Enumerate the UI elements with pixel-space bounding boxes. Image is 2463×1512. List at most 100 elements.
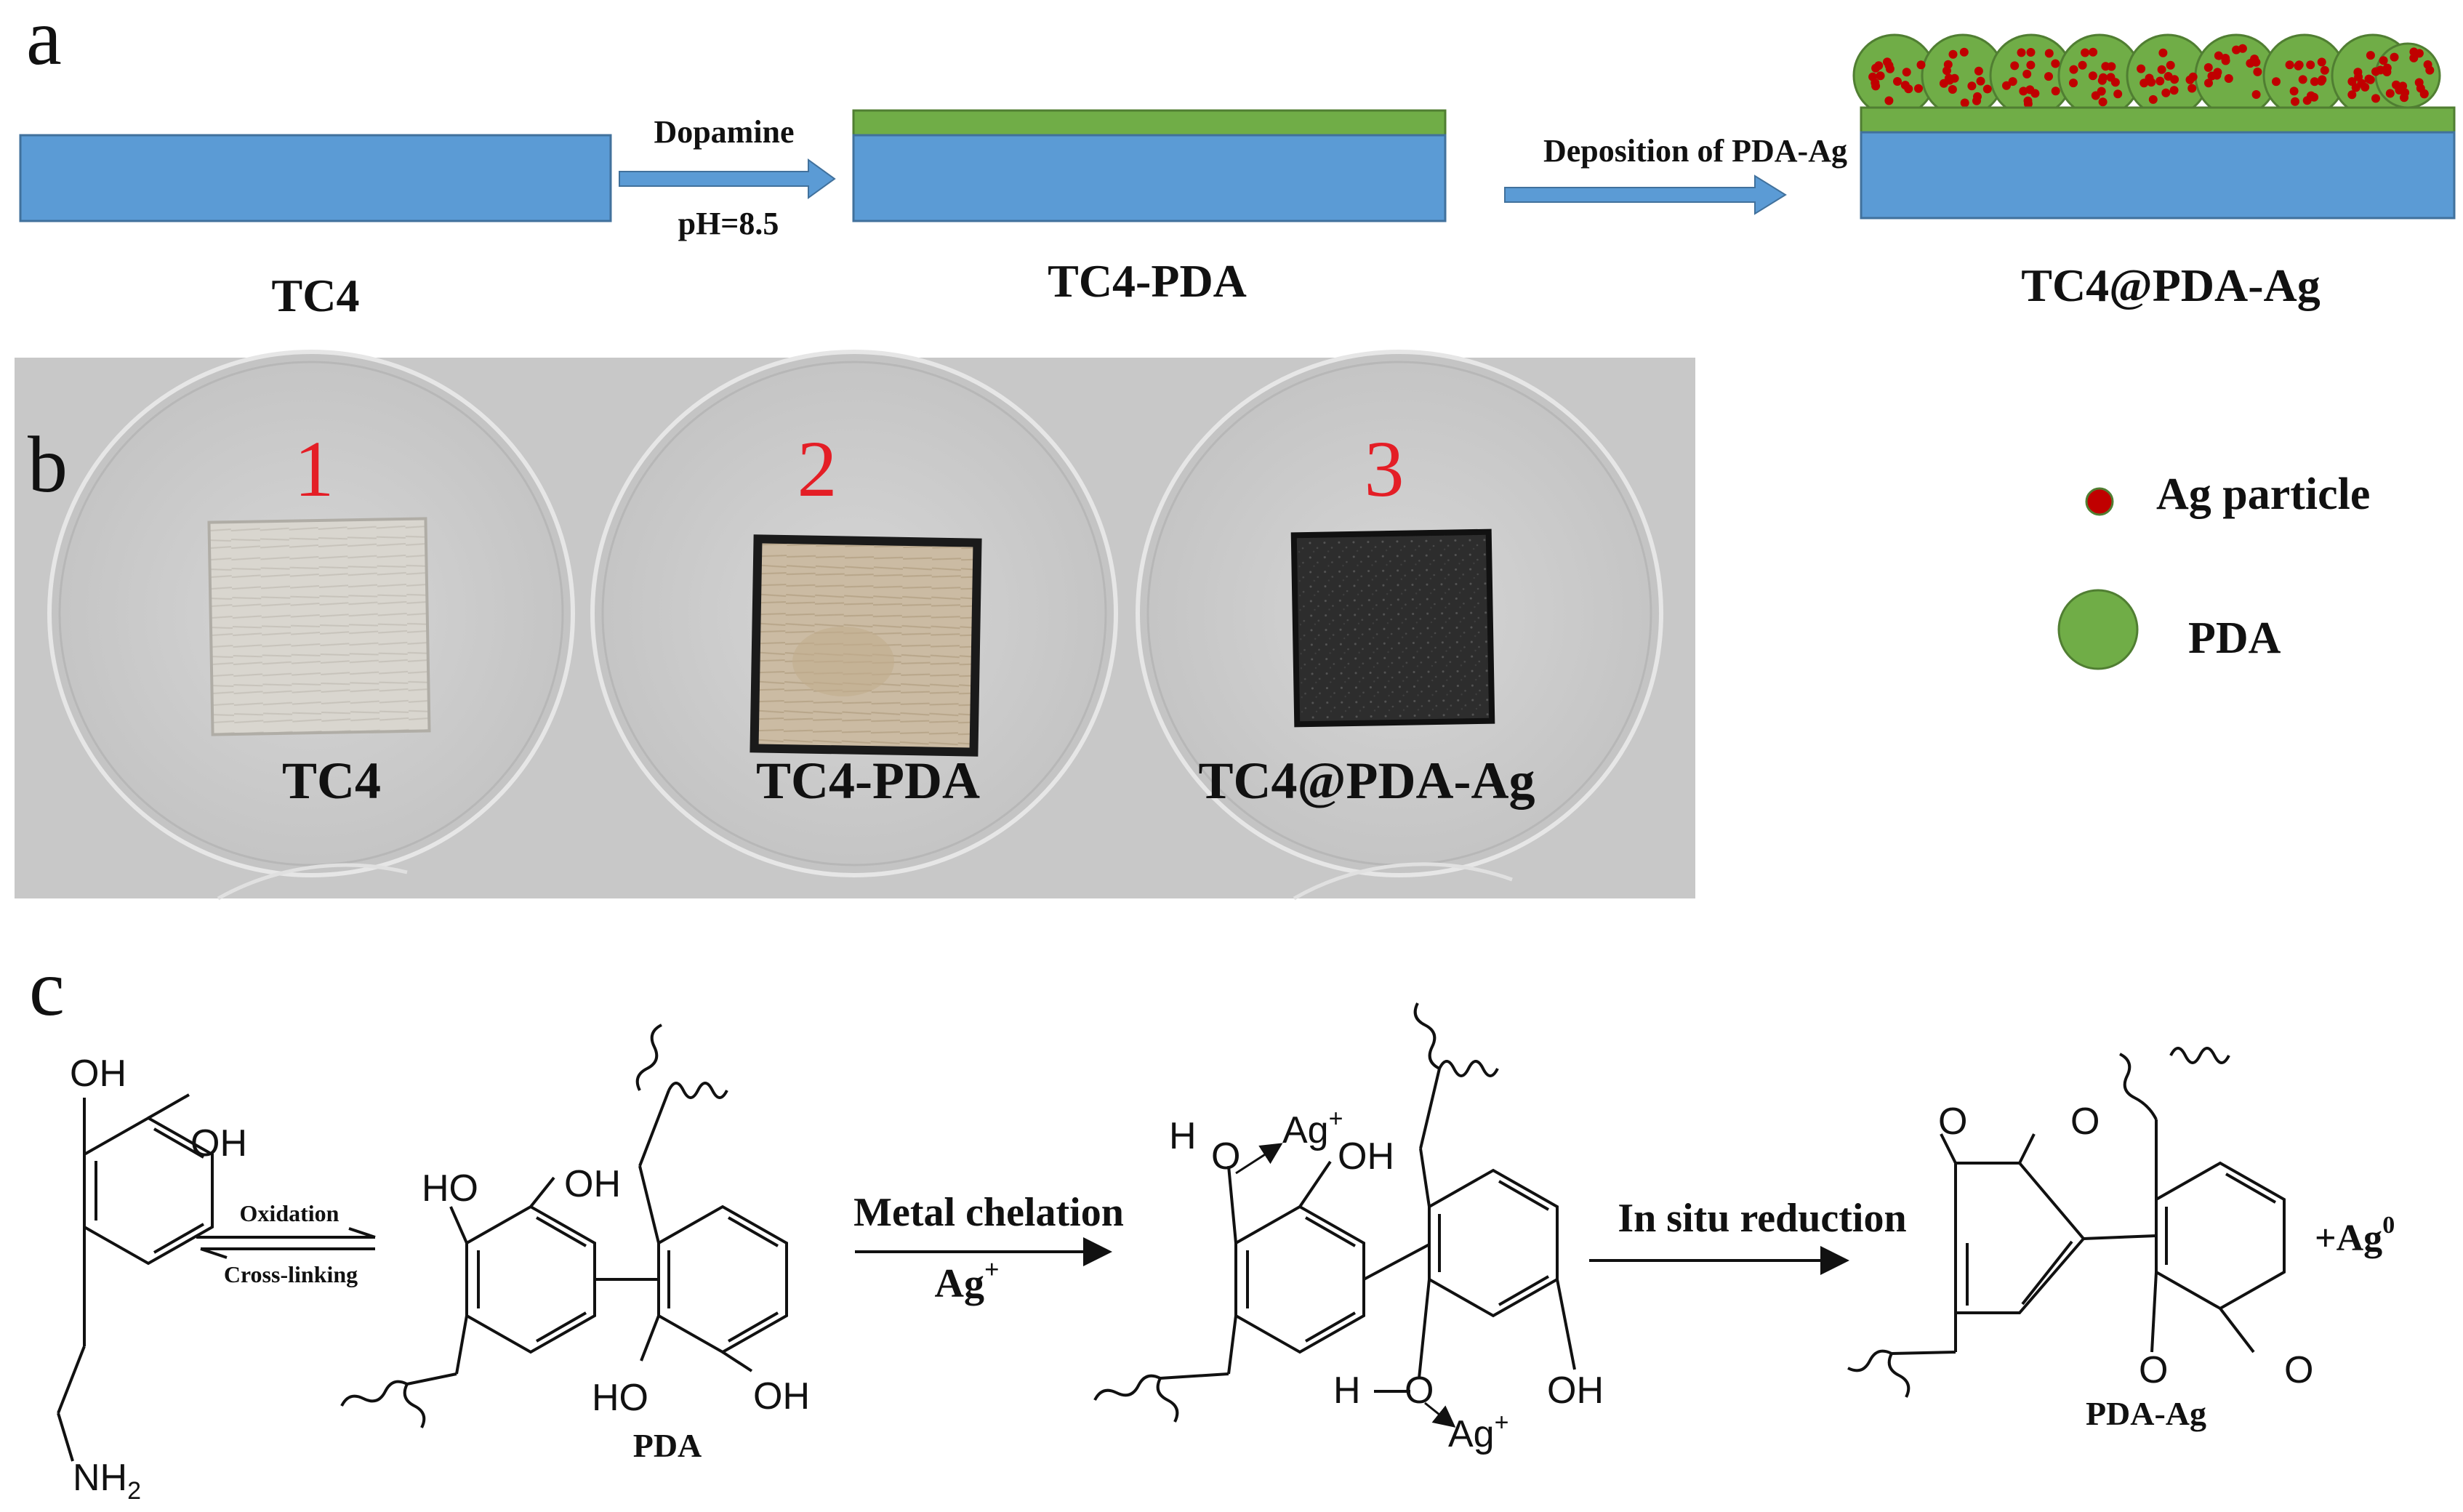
- ag-particle-dot: [2289, 87, 2299, 96]
- ag-particle-dot: [2318, 75, 2327, 84]
- ag-particle-dot: [2366, 51, 2375, 60]
- ag-particle-dot: [2185, 75, 2195, 84]
- ag-particle-dot: [2371, 94, 2380, 103]
- sample-tc4-pda-ag: [1290, 528, 1495, 728]
- ag-particle-dot: [2414, 49, 2424, 58]
- ag-particle-dot: [1916, 60, 1926, 70]
- panel-b: b 1 2 3 TC4 TC4-PDA TC4@PDA-Ag Ag partic…: [15, 350, 2370, 901]
- ag-particle-dot: [1876, 71, 1885, 81]
- ag-particle-dot: [1950, 73, 1959, 83]
- legend-ag-marker: [2085, 487, 2114, 516]
- sample-number-3: 3: [1365, 425, 1405, 513]
- product-label: PDA-Ag: [2086, 1395, 2206, 1432]
- ag-particle-dot: [1973, 92, 1982, 101]
- tc4-pda-ag-substrate: [1860, 131, 2456, 220]
- ag-particle-dot: [2017, 48, 2026, 57]
- arrow1: [619, 158, 836, 199]
- sample-tc4: [207, 517, 431, 736]
- ag-particle-dot: [1982, 84, 1992, 94]
- ag-particle-dot: [1976, 76, 1985, 86]
- arrow1-bottom-label: pH=8.5: [678, 206, 779, 241]
- ag-particle-dot: [2044, 72, 2053, 81]
- ag-particle-dot: [2320, 65, 2329, 75]
- ag-particle-dot: [1871, 63, 1881, 73]
- ag-particle-dot: [2137, 64, 2146, 73]
- sample-label-tc4-pda-ag: TC4@PDA-Ag: [1199, 752, 1535, 810]
- ag-particle-dot: [2069, 65, 2078, 74]
- ag-particle-dot: [2010, 61, 2020, 71]
- ag-particle-dot: [2044, 49, 2054, 58]
- pda-oh-2: OH: [753, 1375, 810, 1418]
- ag-particle-dot: [1967, 81, 1977, 91]
- ag-particle-dot: [2030, 89, 2040, 98]
- arrow2: [1504, 174, 1787, 215]
- ag-particle-dot: [2253, 67, 2262, 76]
- ag-particle-dot: [2051, 59, 2060, 68]
- chelated-structure: [1093, 1002, 1576, 1428]
- ag-particle-dot: [2203, 63, 2213, 72]
- ag-particle-dot: [1884, 96, 1894, 105]
- ag-particle-dot: [1883, 57, 1892, 67]
- panel-a: a TC4 Dopamine pH=8.5 TC4-PDA Deposition…: [19, 0, 2456, 321]
- ag-particle-dot: [2212, 71, 2222, 80]
- ag-particle-dot: [2161, 88, 2171, 97]
- ag-particle-dot: [1974, 66, 1983, 76]
- ag-particle-dot: [2250, 55, 2259, 64]
- ag-particle-dot: [1960, 98, 1969, 108]
- ag-particle-dot: [1939, 79, 1948, 88]
- ag-zero-label: +Ag0: [2315, 1212, 2395, 1259]
- ag-particle-dot: [2019, 87, 2028, 96]
- ag-particle-dot: [2155, 76, 2165, 86]
- ag-particles: [1868, 44, 2435, 108]
- ag-particle-dot: [2400, 93, 2408, 102]
- quinone-o-3: O: [2139, 1349, 2168, 1391]
- ag-particle-dot: [2364, 74, 2374, 84]
- ag-particle-dot: [2147, 78, 2156, 87]
- equilibrium-arrows: [196, 1227, 376, 1259]
- ag-particle-dot: [1948, 85, 1957, 94]
- metal-chelation-label: Metal chelation: [853, 1190, 1124, 1235]
- sample-number-2: 2: [797, 425, 837, 513]
- ag-particle-dot: [1893, 77, 1902, 86]
- oxidation-label: Oxidation: [240, 1200, 339, 1226]
- sample-label-tc4-pda: TC4-PDA: [756, 752, 980, 810]
- tc4-pda-ag-coating: [1860, 106, 2456, 134]
- cross-linking-label: Cross-linking: [224, 1261, 358, 1287]
- ag-particle-dot: [2002, 81, 2011, 90]
- pda-label: PDA: [633, 1427, 702, 1464]
- ag-particle-dot: [2302, 96, 2312, 105]
- ag-particle-dot: [1943, 60, 1953, 69]
- ag-particle-dot: [2347, 90, 2357, 100]
- ag-particle-dot: [2098, 97, 2108, 107]
- chel-h2: H: [1333, 1370, 1361, 1412]
- tc4-pda-coating: [852, 109, 1447, 137]
- quinone-structure: [1847, 1047, 2286, 1398]
- ag-particle-dot: [2298, 75, 2307, 84]
- ag-particle-dot: [2214, 51, 2223, 60]
- tc4-substrate: [19, 134, 612, 222]
- ag-particle-dot: [2023, 99, 2033, 108]
- panel-a-letter: a: [26, 0, 62, 81]
- ag-particle-dot: [2169, 86, 2179, 95]
- ag-particle-dot: [2008, 77, 2017, 87]
- ag-particle-dot: [2294, 60, 2304, 70]
- ag-particle-dot: [2232, 45, 2241, 55]
- ag-particle-dot: [2272, 77, 2281, 87]
- ag-particle-dot: [2379, 56, 2388, 65]
- chel-ag1: Ag+: [1282, 1105, 1343, 1151]
- ag-particle-dot: [2187, 84, 2197, 93]
- chel-ag2: Ag+: [1448, 1409, 1508, 1455]
- quinone-o-4: O: [2284, 1349, 2313, 1391]
- ag-particle-dot: [2416, 84, 2425, 93]
- ag-particle-dot: [2170, 75, 2179, 84]
- step1-label: TC4: [272, 270, 360, 321]
- quinone-o-2: O: [2070, 1101, 2100, 1143]
- metal-chelation-ag: Ag+: [935, 1255, 1000, 1306]
- ag-particle-dot: [2371, 67, 2380, 76]
- ag-particle-dot: [1959, 47, 1969, 57]
- step3-label: TC4@PDA-Ag: [2021, 260, 2321, 311]
- ag-particle-dot: [2022, 69, 2032, 79]
- ag-particle-dot: [2306, 60, 2315, 70]
- ag-particle-dot: [2026, 48, 2036, 57]
- ag-particle-dot: [2291, 97, 2299, 106]
